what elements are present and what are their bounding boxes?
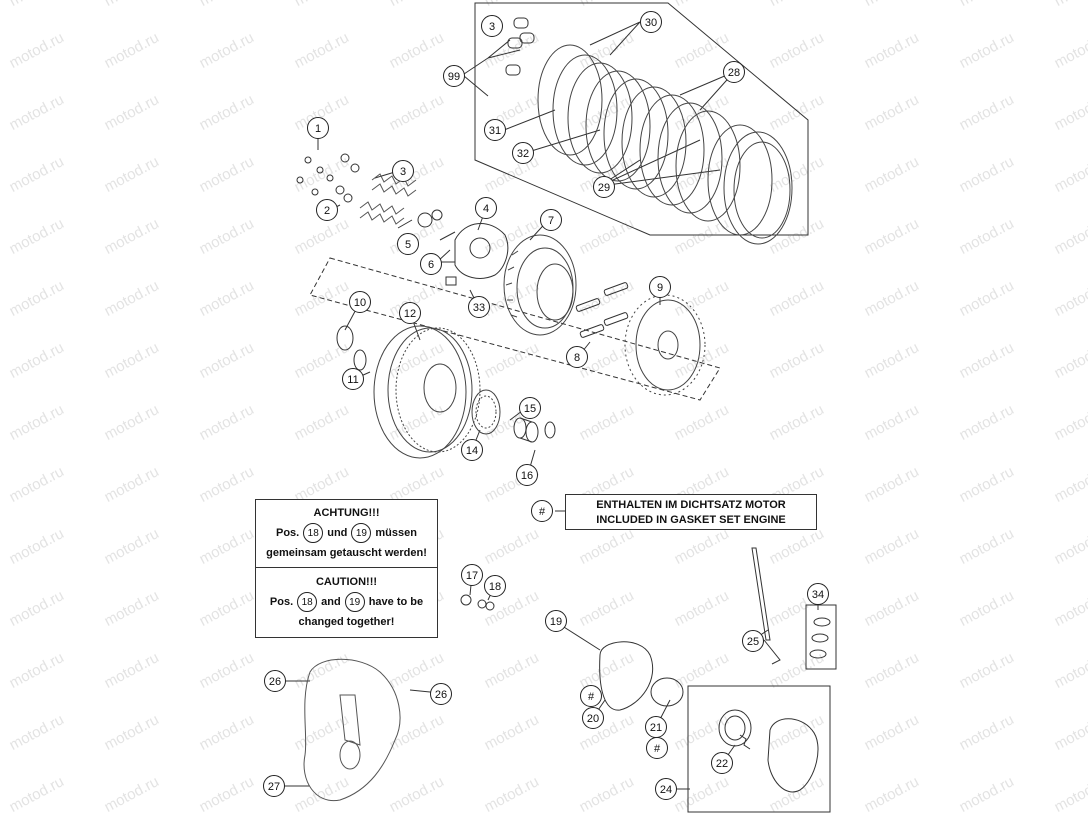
- ring-17: [460, 594, 472, 606]
- bushing: [513, 417, 539, 443]
- callout-33: 33: [468, 296, 490, 318]
- callout-9: 9: [649, 276, 671, 298]
- bearing-parts: [417, 209, 457, 286]
- callout-19: 19: [545, 610, 567, 632]
- seal-kit-frame: [805, 604, 837, 670]
- callout-hash-20: #: [580, 685, 602, 707]
- callout-15: 15: [519, 397, 541, 419]
- legend-line-en: INCLUDED IN GASKET SET ENGINE: [596, 514, 786, 526]
- callout-5: 5: [397, 233, 419, 255]
- warning-de-pos: Pos.: [276, 527, 300, 539]
- callout-11: 11: [342, 368, 364, 390]
- warning-en-and: and: [321, 596, 341, 608]
- warning-de-line3: gemeinsam getauscht werden!: [266, 547, 427, 559]
- callout-30: 30: [640, 11, 662, 33]
- warning-en-ref-18: 18: [297, 592, 318, 612]
- warning-de-line2: Pos. 18 und 19 müssen: [256, 523, 437, 543]
- warning-en-pos: Pos.: [269, 596, 294, 608]
- clutch-disc-stack: [537, 44, 793, 245]
- o-ring-21: [650, 677, 684, 707]
- warning-de-und: und: [327, 527, 348, 539]
- callout-16: 16: [516, 464, 538, 486]
- callout-3-kit: 3: [481, 15, 503, 37]
- thrust-washer: [336, 325, 367, 371]
- seal-18: [477, 599, 495, 611]
- callout-25: 25: [742, 630, 764, 652]
- hub-bolts: [575, 282, 629, 338]
- primary-gear-basket: [373, 325, 481, 459]
- warning-en-have: have to be: [368, 596, 424, 608]
- warning-en-line3: changed together!: [298, 616, 395, 628]
- warning-en-title: CAUTION!!!: [315, 576, 378, 588]
- pressure-plate: [437, 223, 509, 279]
- callout-24: 24: [655, 778, 677, 800]
- screws-washers: [296, 153, 360, 203]
- callout-29: 29: [593, 176, 615, 198]
- clutch-cover: [303, 658, 401, 802]
- callout-12: 12: [399, 302, 421, 324]
- warning-de-ref-19: 19: [351, 523, 372, 543]
- clutch-assembly-frame: [309, 257, 721, 401]
- callout-99: 99: [443, 65, 465, 87]
- callout-14: 14: [461, 439, 483, 461]
- washer-16: [544, 421, 556, 439]
- warning-de-title: ACHTUNG!!!: [313, 507, 380, 519]
- pin-sleeves: [505, 17, 535, 76]
- callout-hash-21: #: [646, 737, 668, 759]
- clutch-hub: [503, 234, 577, 336]
- warning-de-ref-18: 18: [303, 523, 324, 543]
- warning-en-ref-19: 19: [344, 592, 365, 612]
- shaft: [751, 547, 781, 665]
- callout-31: 31: [484, 119, 506, 141]
- warning-de-section: ACHTUNG!!! Pos. 18 und 19 müssen gemeins…: [256, 500, 437, 568]
- callout-1: 1: [307, 117, 329, 139]
- warning-de-muessen: müssen: [375, 527, 417, 539]
- callout-2: 2: [316, 199, 338, 221]
- callout-6: 6: [420, 253, 442, 275]
- callout-8: 8: [566, 346, 588, 368]
- clutch-springs: [359, 173, 417, 225]
- disc-kit-frame: [474, 2, 809, 236]
- inner-hub: [624, 294, 706, 396]
- callout-7: 7: [540, 209, 562, 231]
- legend-symbol: #: [531, 500, 553, 522]
- cover-parts: [718, 709, 819, 793]
- callout-10: 10: [349, 291, 371, 313]
- callout-18: 18: [484, 575, 506, 597]
- gasket: [599, 641, 654, 711]
- callout-22: 22: [711, 752, 733, 774]
- callout-34: 34: [807, 583, 829, 605]
- legend-line-de: ENTHALTEN IM DICHTSATZ MOTOR: [596, 499, 786, 511]
- callout-28: 28: [723, 61, 745, 83]
- callout-21: 21: [645, 716, 667, 738]
- callout-26-right: 26: [430, 683, 452, 705]
- gasket-set-legend: ENTHALTEN IM DICHTSATZ MOTOR INCLUDED IN…: [565, 494, 817, 530]
- seal-kit-parts: [809, 617, 831, 659]
- callout-26-left: 26: [264, 670, 286, 692]
- callout-27: 27: [263, 775, 285, 797]
- cover-kit-frame: [687, 685, 831, 813]
- callout-20: 20: [582, 707, 604, 729]
- callout-4: 4: [475, 197, 497, 219]
- warning-en-section: CAUTION!!! Pos. 18 and 19 have to be cha…: [256, 568, 437, 632]
- warning-en-line2: Pos. 18 and 19 have to be: [256, 592, 437, 612]
- callout-32: 32: [512, 142, 534, 164]
- warning-panel: ACHTUNG!!! Pos. 18 und 19 müssen gemeins…: [255, 499, 438, 638]
- callout-3: 3: [392, 160, 414, 182]
- small-gear: [471, 389, 501, 435]
- callout-17: 17: [461, 564, 483, 586]
